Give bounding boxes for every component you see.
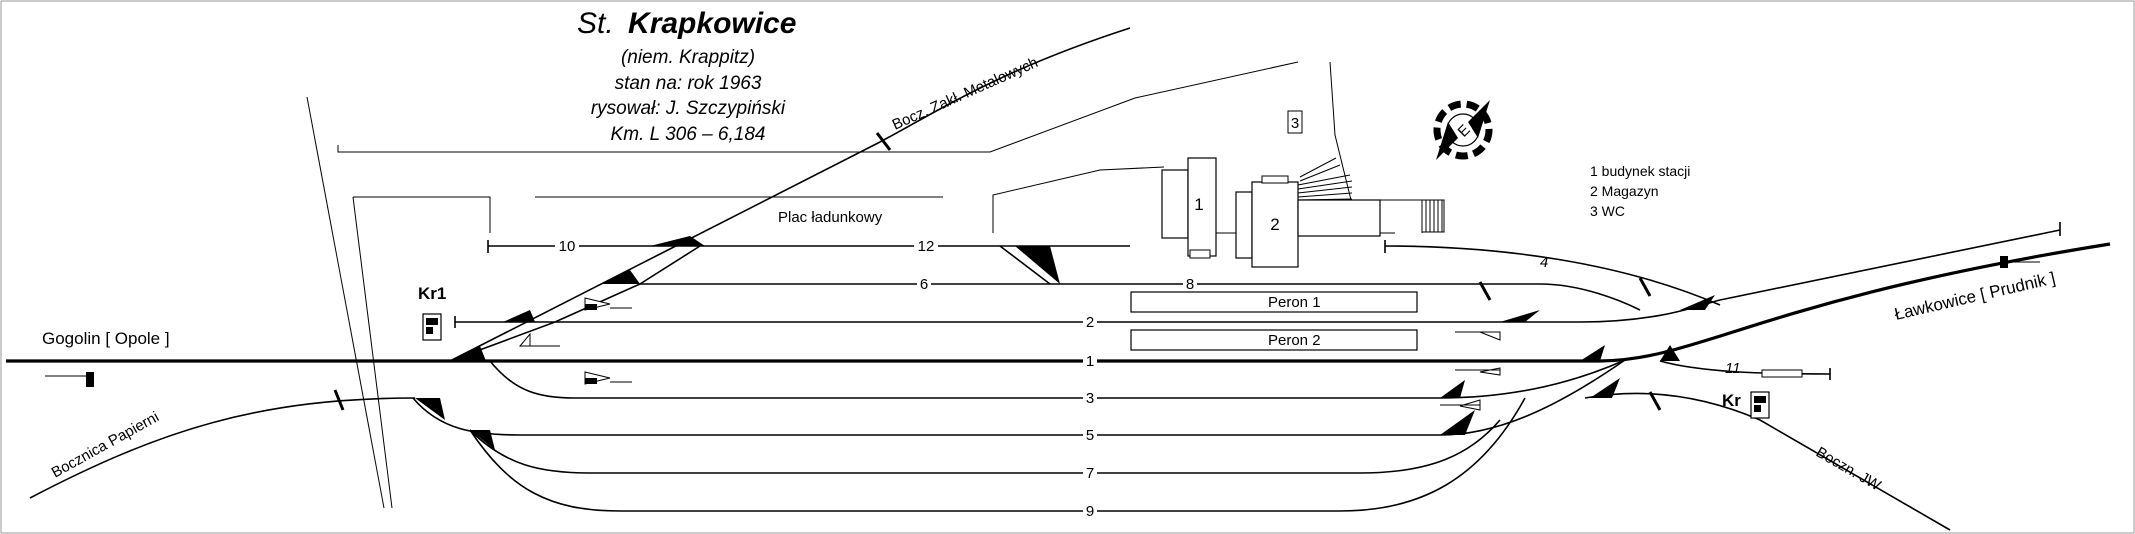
building-2-roof — [1261, 175, 1289, 184]
entry-signal-east — [1750, 391, 1770, 419]
platform-1 — [1130, 291, 1418, 313]
track-10-connector — [639, 245, 701, 285]
jw-siding-label: Boczn. JW — [1813, 444, 1884, 495]
road-line-left — [306, 96, 385, 509]
track-9 — [469, 397, 1526, 512]
derail-markers — [333, 132, 1662, 411]
building-3 — [1287, 110, 1303, 134]
main-line-east — [1599, 242, 2111, 363]
entry-signal-east-label: Kr — [1722, 391, 1741, 410]
subtitle-km: Km. L 306 – 6,184 — [611, 124, 766, 145]
platform-2-label: Peron 2 — [1268, 332, 1321, 349]
legend-item-2: 2 Magazyn — [1590, 183, 1658, 199]
track-6-8 — [554, 283, 1641, 323]
paper-siding — [29, 397, 416, 499]
building-2-wing — [1235, 191, 1253, 259]
platform-1-label: Peron 1 — [1268, 294, 1321, 311]
compass-rose-icon: E — [1433, 100, 1493, 160]
platform-2 — [1130, 329, 1418, 351]
shunting-signals — [45, 256, 2040, 411]
building-outline-1 — [992, 166, 1165, 233]
building-2-label: 2 — [1270, 215, 1279, 234]
track-label-3: 3 — [1086, 390, 1094, 407]
road-line-right — [352, 196, 393, 509]
track-label-12: 12 — [918, 238, 935, 255]
track-label-11: 11 — [1725, 360, 1741, 377]
title: St. Krapkowice — [577, 7, 796, 40]
destination-east: Ławkowice [ Prudnik ] — [1893, 268, 2057, 323]
legend-item-1: 1 budynek stacji — [1590, 163, 1690, 179]
metal-works-siding — [449, 27, 1131, 362]
ramp-hatching — [1297, 157, 1353, 201]
building-2-annex — [1297, 199, 1381, 237]
track-label-7: 7 — [1086, 465, 1094, 482]
turnout-frogs — [415, 236, 1715, 450]
building-1 — [1187, 157, 1217, 257]
track-label-2: 2 — [1086, 314, 1094, 331]
track-2 — [449, 299, 1721, 362]
track-11 — [1659, 360, 1831, 375]
head-ramp — [1421, 199, 1445, 233]
subtitle-author: rysował: J. Szczypiński — [591, 98, 786, 119]
track-label-5: 5 — [1086, 427, 1094, 444]
building-1-label: 1 — [1194, 195, 1203, 214]
building-1-wing — [1161, 169, 1189, 239]
track-4 — [1384, 245, 1721, 306]
head-ramp-hatching — [1425, 200, 1443, 232]
track-label-10: 10 — [559, 238, 576, 255]
track-numbers: 1 2 3 4 5 6 7 8 9 10 11 12 — [555, 238, 1741, 520]
track-7 — [469, 419, 1501, 474]
track-label-4: 4 — [1540, 254, 1548, 271]
track-11-wagon — [1761, 369, 1803, 378]
building-3-label: 3 — [1291, 115, 1299, 132]
destination-west: Gogolin [ Opole ] — [42, 329, 170, 348]
track-label-9: 9 — [1086, 503, 1094, 520]
loading-area-label: Plac ładunkowy — [778, 209, 883, 226]
track-6-crossover — [999, 245, 1051, 285]
building-1-step — [1189, 249, 1211, 259]
yard-boundary-lower — [353, 196, 491, 233]
metal-works-siding-label: Bocz. Zakł. Metalowych — [890, 54, 1041, 134]
track-label-6: 6 — [920, 276, 928, 293]
subtitle-date: stan na: rok 1963 — [615, 73, 762, 94]
subtitle-german-name: (niem. Krappitz) — [621, 47, 755, 68]
yard-boundary-upper — [337, 61, 1299, 153]
east-stub — [1719, 229, 2061, 301]
track-label-8: 8 — [1186, 276, 1194, 293]
entry-signal-west — [422, 313, 442, 341]
entry-signal-west-label: Kr1 — [418, 284, 446, 303]
track-label-1: 1 — [1086, 353, 1094, 370]
legend-item-3: 3 WC — [1590, 203, 1625, 219]
